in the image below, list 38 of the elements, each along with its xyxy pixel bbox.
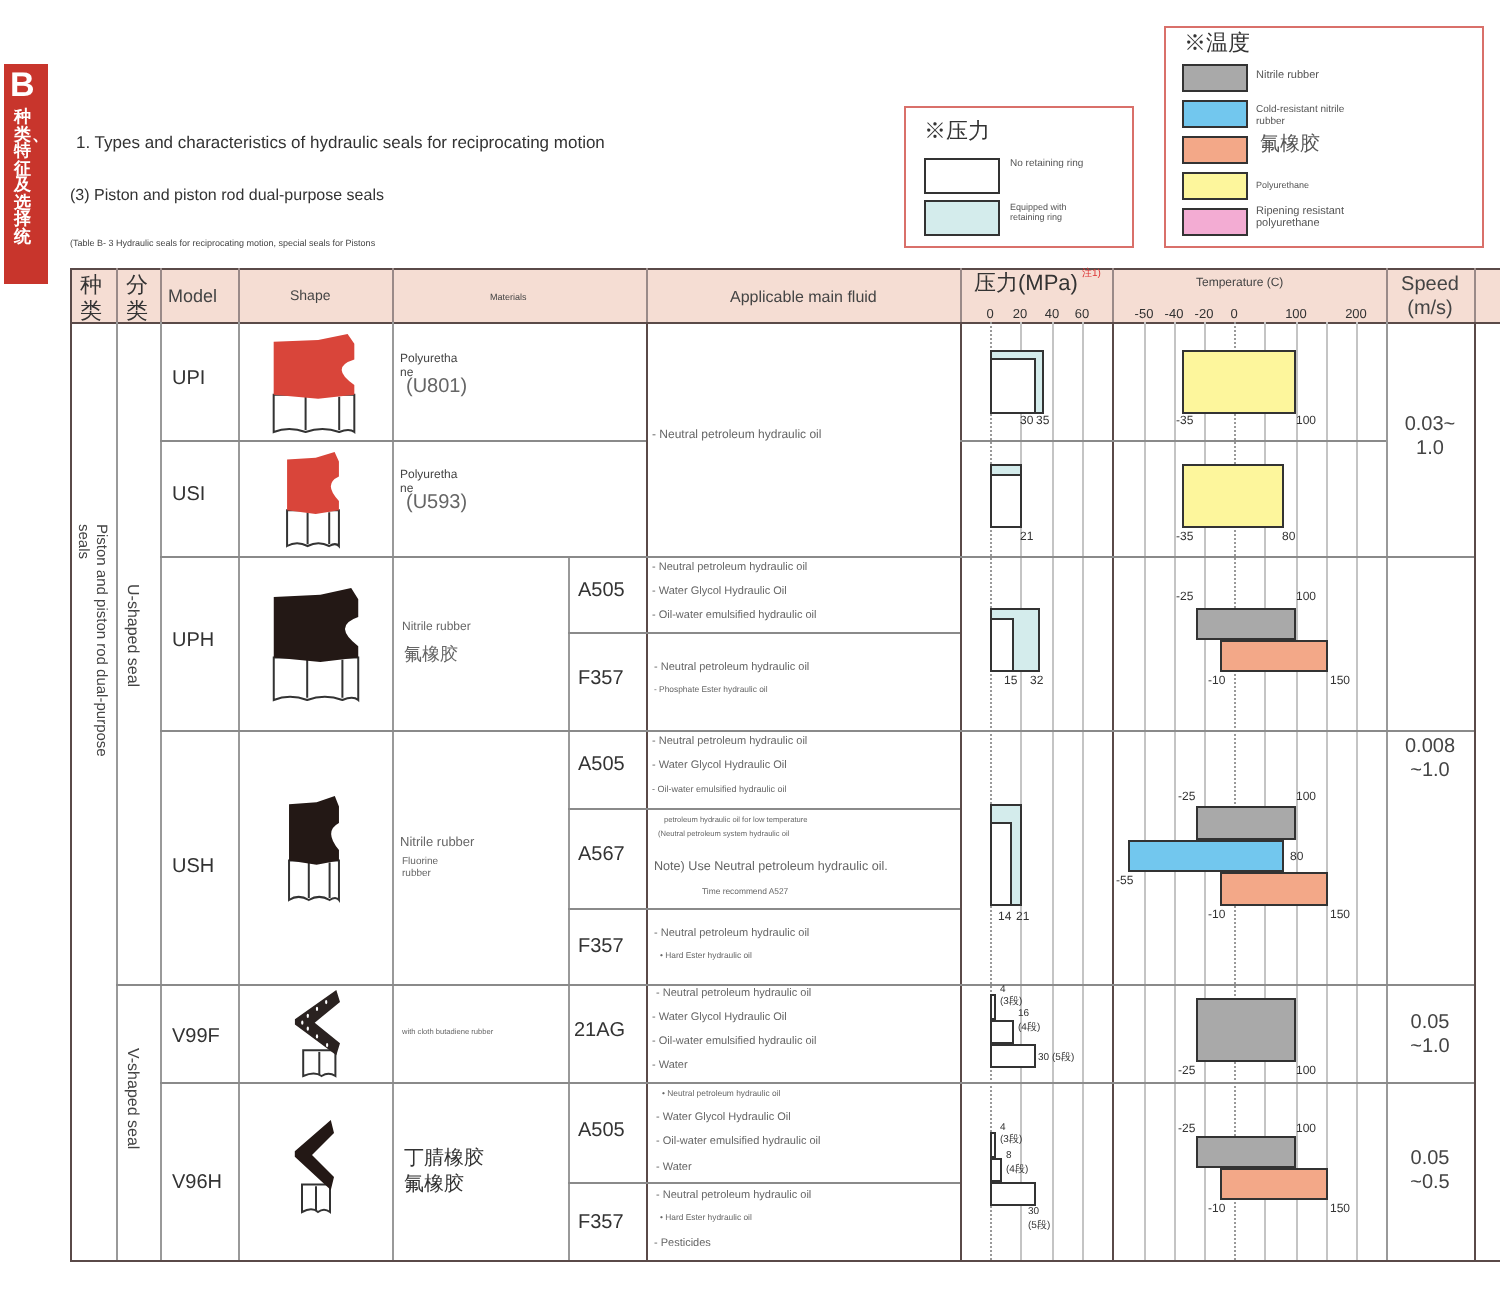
tab-letter: B bbox=[10, 66, 35, 106]
material-code: F357 bbox=[578, 668, 624, 691]
material-name: 氟橡胶 bbox=[404, 644, 458, 665]
legend-text: 氟橡胶 bbox=[1260, 134, 1322, 157]
row-group-label: U-shaped seal bbox=[124, 584, 143, 688]
material-code: A505 bbox=[578, 1120, 625, 1143]
material-code: A505 bbox=[578, 580, 625, 603]
model-name: V99F bbox=[172, 1026, 220, 1049]
column-header: Speed (m/s) bbox=[1399, 274, 1461, 320]
material-code: A505 bbox=[578, 754, 625, 777]
material-code: F357 bbox=[578, 1212, 624, 1235]
legend-heading: ※压力 bbox=[924, 120, 990, 146]
speed-range: 0.05 ~0.5 bbox=[1408, 1148, 1452, 1194]
row-group-label: V-shaped seal bbox=[124, 1048, 143, 1150]
material-code: (U801) bbox=[406, 376, 468, 399]
column-header: 压力(MPa) bbox=[974, 272, 1078, 298]
speed-range: 0.008 ~1.0 bbox=[1402, 736, 1458, 782]
material-code: A567 bbox=[578, 844, 625, 867]
column-header: 分类 bbox=[124, 274, 150, 325]
material-name: 丁腈橡胶 bbox=[404, 1148, 484, 1171]
tab-text: 种类、特征及选择统 bbox=[14, 108, 38, 244]
material-code: 21AG bbox=[574, 1020, 626, 1043]
speed-range: 0.03~ 1.0 bbox=[1402, 414, 1458, 460]
model-name: USI bbox=[172, 484, 206, 507]
model-name: UPI bbox=[172, 368, 206, 391]
legend-heading: ※温度 bbox=[1184, 32, 1250, 58]
model-name: UPH bbox=[172, 630, 215, 653]
column-header: Applicable main fluid bbox=[730, 288, 877, 307]
material-code: F357 bbox=[578, 936, 624, 959]
speed-range: 0.05 ~1.0 bbox=[1408, 1012, 1452, 1058]
section-heading: (3) Piston and piston rod dual-purpose seals bbox=[70, 186, 384, 205]
column-header: Model bbox=[168, 286, 218, 307]
model-name: V96H bbox=[172, 1172, 223, 1195]
model-name: USH bbox=[172, 856, 215, 879]
title: 1. Types and characteristics of hydraulic seals for reciprocating motion bbox=[76, 134, 605, 154]
material-code: (U593) bbox=[406, 492, 468, 515]
column-header: 种类 bbox=[78, 274, 104, 325]
material-name: 氟橡胶 bbox=[404, 1174, 464, 1197]
